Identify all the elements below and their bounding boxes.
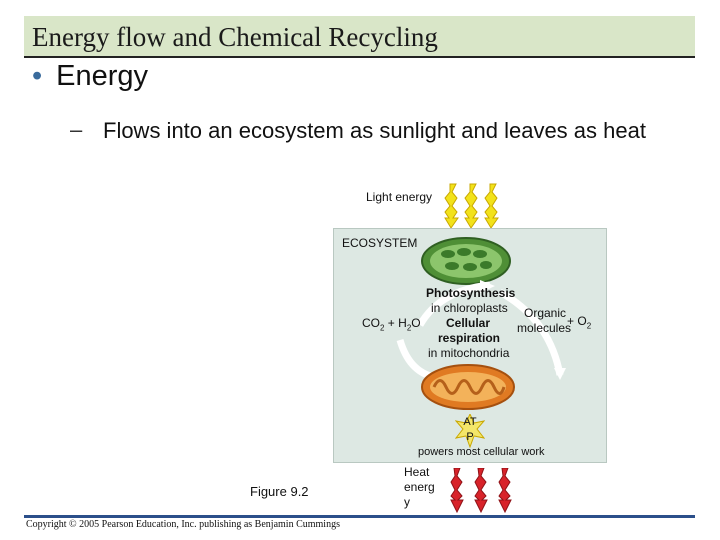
mitochondrion-image	[421, 364, 515, 410]
co2-h2o-label: CO2 + H2O	[362, 316, 421, 333]
atp-label-2: P	[466, 431, 474, 443]
heat-arrow-2	[474, 468, 488, 514]
light-energy-label: Light energy	[366, 190, 433, 204]
atp-burst	[455, 414, 485, 448]
organic-label: Organic	[524, 306, 567, 320]
light-arrow-2	[464, 183, 479, 229]
atp-label-1: AT	[463, 416, 477, 428]
photosynthesis-label: Photosynthesis	[426, 286, 516, 300]
figure-label: Figure 9.2	[250, 484, 309, 499]
heat-label-1: Heat	[404, 465, 430, 479]
heat-arrow-1	[450, 468, 464, 514]
chloroplast-image	[421, 237, 511, 285]
sub-bullet-text: Flows into an ecosystem as sunlight and …	[103, 118, 646, 143]
in-mitochondria-label: in mitochondria	[428, 346, 510, 360]
footer-rule	[24, 515, 695, 518]
light-arrow-3	[484, 183, 499, 229]
bullet-dot: •	[32, 60, 43, 92]
light-energy-arrows	[444, 183, 499, 229]
light-arrow-1	[444, 183, 459, 229]
heat-arrow-3	[498, 468, 512, 514]
bullet-energy: • Energy	[32, 60, 148, 93]
page-title: Energy flow and Chemical Recycling	[32, 22, 438, 52]
molecules-label: molecules	[517, 321, 572, 335]
heat-energy-arrows	[450, 468, 512, 514]
heat-label-2: energ	[404, 480, 435, 494]
energy-flow-diagram: Light energy ECOSYSTEM	[320, 180, 620, 520]
powers-work-label: powers most cellular work	[418, 446, 545, 458]
sub-bullet-dash: –	[70, 117, 83, 142]
in-chloroplasts-label: in chloroplasts	[431, 301, 508, 315]
ecosystem-label: ECOSYSTEM	[342, 236, 418, 250]
bullet-text: Energy	[56, 60, 149, 92]
respiration-label: respiration	[438, 331, 501, 345]
o2-label: + O2	[567, 314, 592, 331]
cellular-label: Cellular	[446, 316, 491, 330]
heat-label-3: y	[404, 495, 410, 509]
title-bar: Energy flow and Chemical Recycling	[24, 16, 695, 58]
copyright-text: Copyright © 2005 Pearson Education, Inc.…	[26, 519, 340, 530]
